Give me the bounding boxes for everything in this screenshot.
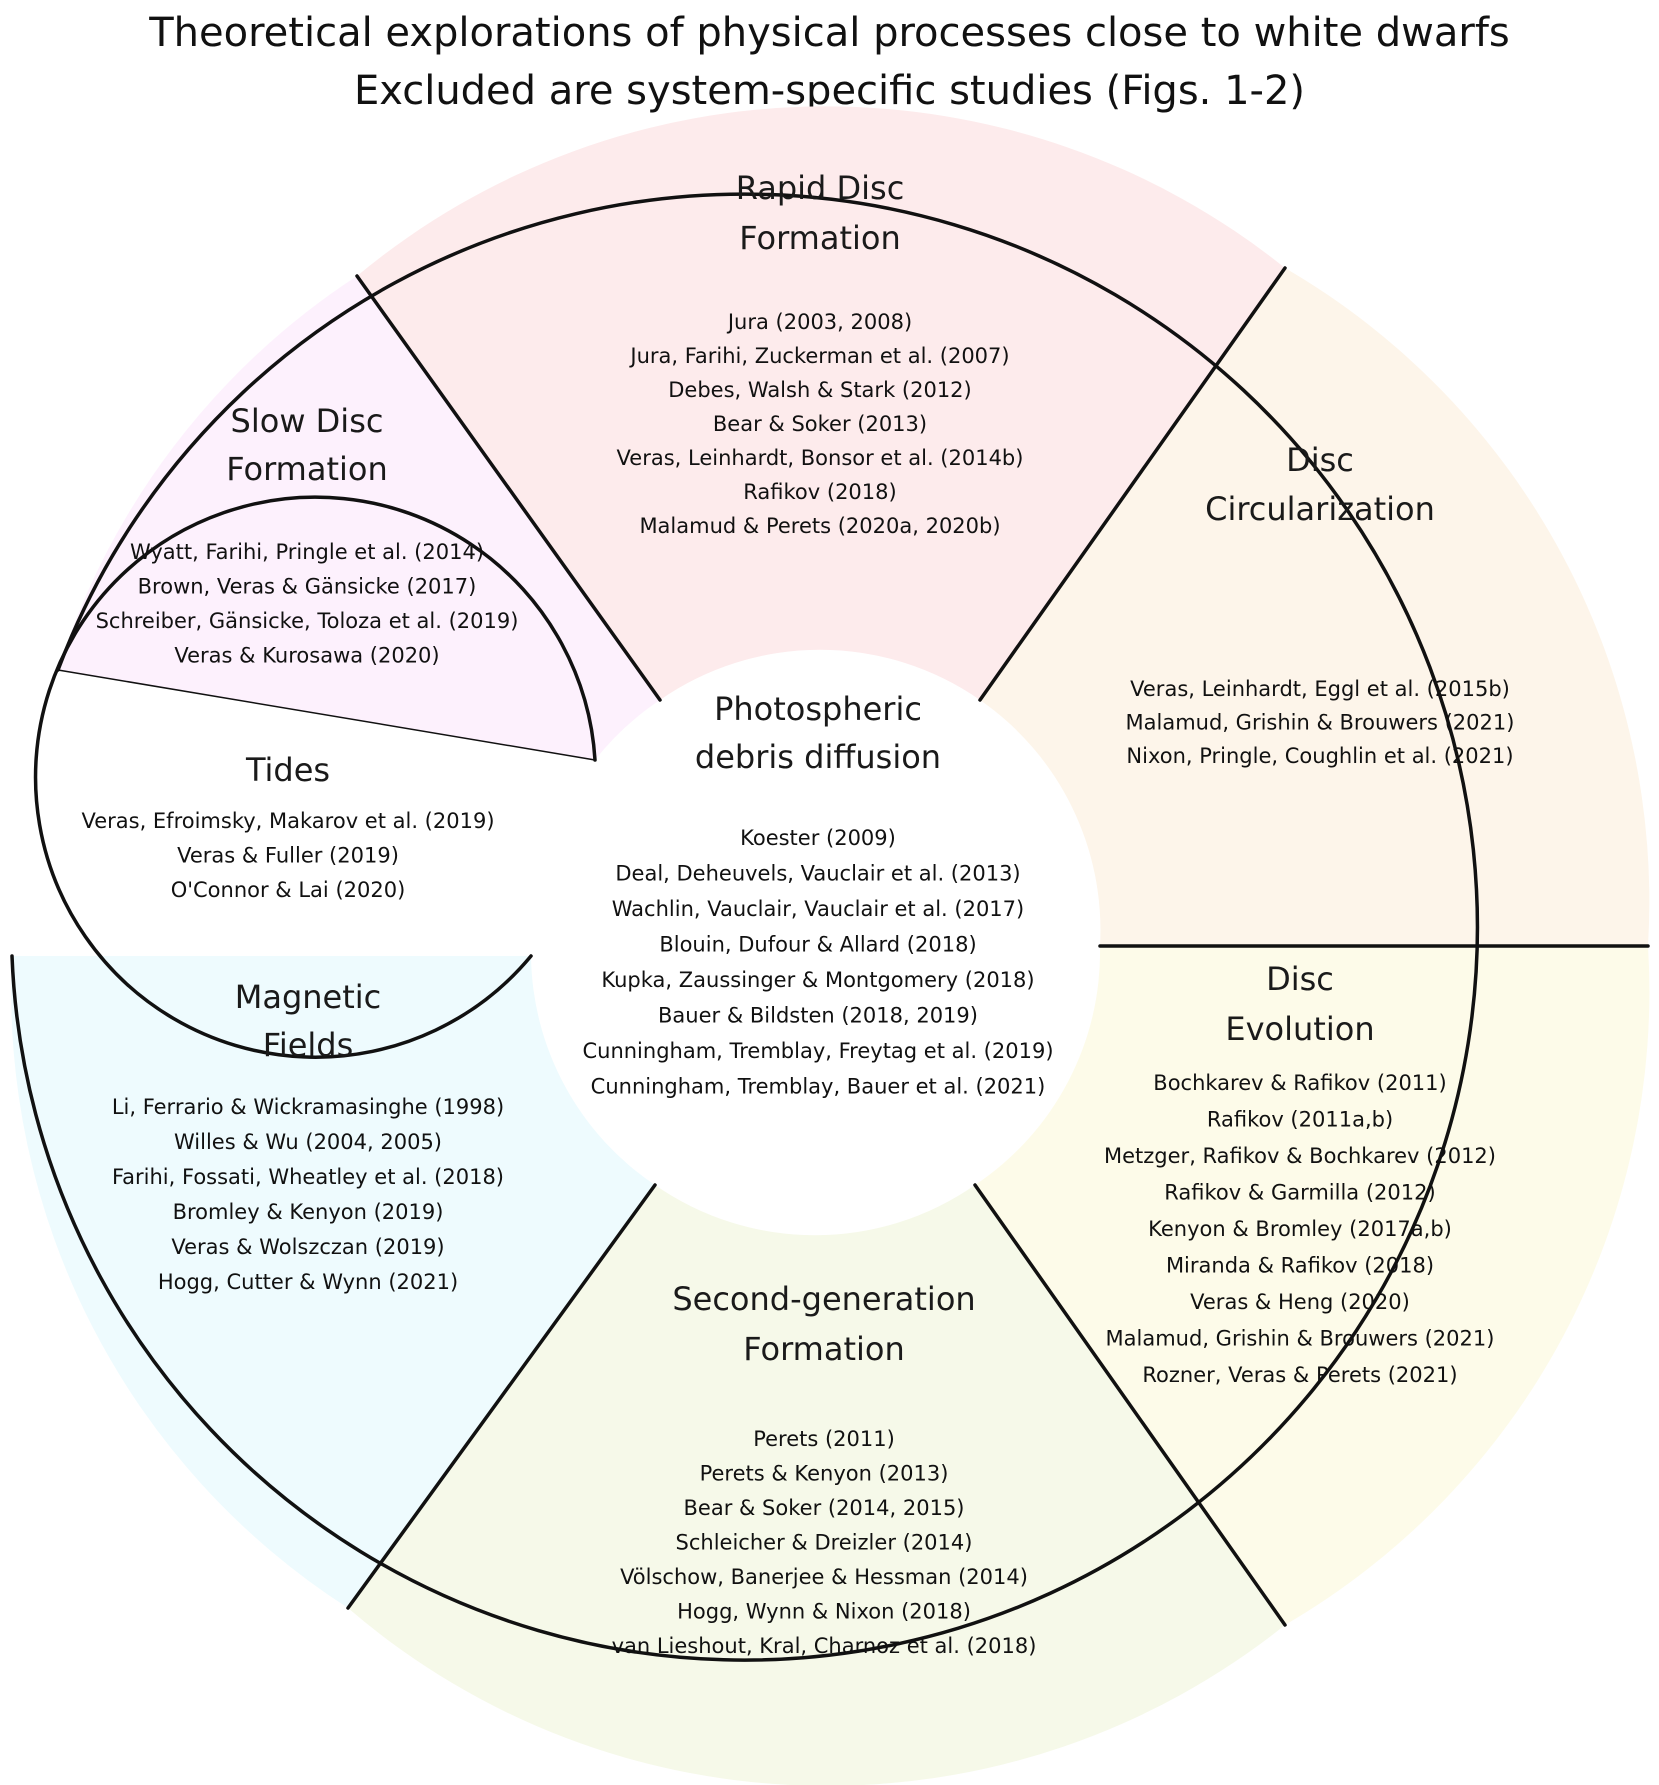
reference-circ-1: Veras, Leinhardt, Eggl et al. (2015b) (1130, 677, 1510, 701)
segment-title-second-line-1: Second-generation (672, 1280, 975, 1318)
diagram-title-line-2: Excluded are system-specific studies (Fi… (353, 68, 1306, 114)
reference-magnetic-4: Bromley & Kenyon (2019) (173, 1200, 444, 1224)
reference-slow-1: Wyatt, Farihi, Pringle et al. (2014) (130, 540, 484, 564)
reference-evo-1: Bochkarev & Rafikov (2011) (1153, 1071, 1446, 1095)
reference-rapid-7: Malamud & Perets (2020a, 2020b) (639, 514, 1000, 538)
segment-title-circ-line-2: Circularization (1205, 490, 1435, 528)
segment-title-rapid-line-2: Formation (739, 219, 901, 257)
divider-evolution-second-generation (973, 1183, 1287, 1627)
reference-second-2: Perets & Kenyon (2013) (700, 1462, 949, 1486)
segment-magnetic-fields (11, 956, 655, 1608)
segment-title-magnetic-line-1: Magnetic (235, 978, 382, 1016)
segment-second-generation-formation (348, 1185, 1285, 1785)
reference-rapid-3: Debes, Walsh & Stark (2012) (668, 378, 971, 402)
segment-disc-circularization (980, 268, 1650, 946)
segment-disc-evolution (975, 946, 1650, 1625)
reference-tides-2: Veras & Fuller (2019) (177, 844, 399, 868)
reference-second-5: Völschow, Banerjee & Hessman (2014) (620, 1565, 1028, 1589)
reference-second-4: Schleicher & Dreizler (2014) (676, 1531, 973, 1555)
reference-magnetic-2: Willes & Wu (2004, 2005) (174, 1130, 442, 1154)
reference-slow-3: Schreiber, Gänsicke, Toloza et al. (2019… (96, 609, 519, 633)
reference-rapid-4: Bear & Soker (2013) (713, 412, 927, 436)
reference-magnetic-1: Li, Ferrario & Wickramasinghe (1998) (112, 1095, 504, 1119)
reference-center-6: Bauer & Bildsten (2018, 2019) (658, 1004, 978, 1028)
reference-evo-9: Rozner, Veras & Perets (2021) (1142, 1363, 1457, 1387)
reference-evo-5: Kenyon & Bromley (2017a,b) (1148, 1217, 1452, 1241)
segment-title-tides-line-1: Tides (245, 751, 330, 789)
reference-tides-1: Veras, Efroimsky, Makarov et al. (2019) (81, 809, 494, 833)
reference-center-3: Wachlin, Vauclair, Vauclair et al. (2017… (612, 897, 1024, 921)
reference-evo-8: Malamud, Grishin & Brouwers (2021) (1106, 1327, 1495, 1351)
outer-ring-arc (10, 192, 1480, 1662)
segment-title-circ-line-1: Disc (1286, 441, 1354, 479)
reference-magnetic-5: Veras & Wolszczan (2019) (171, 1235, 444, 1259)
reference-rapid-6: Rafikov (2018) (743, 480, 896, 504)
reference-center-4: Blouin, Dufour & Allard (2018) (659, 933, 976, 957)
reference-second-1: Perets (2011) (753, 1427, 895, 1451)
divider-rapid-circularization (978, 266, 1287, 702)
reference-evo-3: Metzger, Rafikov & Bochkarev (2012) (1104, 1144, 1496, 1168)
segment-slow-disc-formation (58, 276, 660, 760)
reference-evo-7: Veras & Heng (2020) (1190, 1290, 1410, 1314)
reference-center-1: Koester (2009) (740, 826, 896, 850)
segment-title-center-line-1: Photospheric (714, 690, 922, 728)
center-circle-photospheric-diffusion (540, 666, 1100, 1226)
reference-evo-4: Rafikov & Garmilla (2012) (1164, 1181, 1435, 1205)
reference-slow-4: Veras & Kurosawa (2020) (174, 644, 439, 668)
reference-tides-3: O'Connor & Lai (2020) (171, 878, 406, 902)
reference-evo-6: Miranda & Rafikov (2018) (1166, 1254, 1434, 1278)
reference-magnetic-3: Farihi, Fossati, Wheatley et al. (2018) (112, 1165, 504, 1189)
reference-second-6: Hogg, Wynn & Nixon (2018) (677, 1600, 971, 1624)
segment-title-slow-line-2: Formation (226, 450, 388, 488)
reference-second-3: Bear & Soker (2014, 2015) (684, 1496, 965, 1520)
segment-title-second-line-2: Formation (743, 1330, 905, 1368)
segment-title-evo-line-2: Evolution (1225, 1010, 1374, 1048)
segment-title-rapid-line-1: Rapid Disc (736, 169, 905, 207)
segment-title-slow-line-1: Slow Disc (231, 402, 384, 440)
reference-center-8: Cunningham, Tremblay, Bauer et al. (2021… (591, 1075, 1046, 1099)
reference-circ-2: Malamud, Grishin & Brouwers (2021) (1126, 711, 1515, 735)
reference-slow-2: Brown, Veras & Gänsicke (2017) (138, 575, 477, 599)
divider-second-generation-magnetic (346, 1183, 657, 1610)
segment-title-magnetic-line-2: Fields (263, 1026, 354, 1064)
reference-rapid-1: Jura (2003, 2008) (726, 310, 912, 334)
reference-center-5: Kupka, Zaussinger & Montgomery (2018) (601, 968, 1034, 992)
divider-slow-tides (57, 669, 596, 761)
reference-evo-2: Rafikov (2011a,b) (1207, 1108, 1393, 1132)
reference-second-7: van Lieshout, Kral, Charnoz et al. (2018… (612, 1634, 1037, 1658)
reference-center-7: Cunningham, Tremblay, Freytag et al. (20… (582, 1039, 1053, 1063)
divider-rapid-slow (355, 274, 662, 702)
reference-circ-3: Nixon, Pringle, Coughlin et al. (2021) (1126, 744, 1513, 768)
reference-magnetic-6: Hogg, Cutter & Wynn (2021) (158, 1270, 458, 1294)
reference-rapid-2: Jura, Farihi, Zuckerman et al. (2007) (628, 344, 1009, 368)
segment-title-evo-line-1: Disc (1266, 960, 1334, 998)
segment-title-center-line-2: debris diffusion (695, 738, 941, 776)
segment-rapid-disc-formation (357, 106, 1285, 700)
diagram-title-line-1: Theoretical explorations of physical pro… (149, 10, 1510, 56)
center-circle-arc (33, 495, 597, 1059)
reference-rapid-5: Veras, Leinhardt, Bonsor et al. (2014b) (617, 446, 1024, 470)
reference-center-2: Deal, Deheuvels, Vauclair et al. (2013) (615, 862, 1020, 886)
